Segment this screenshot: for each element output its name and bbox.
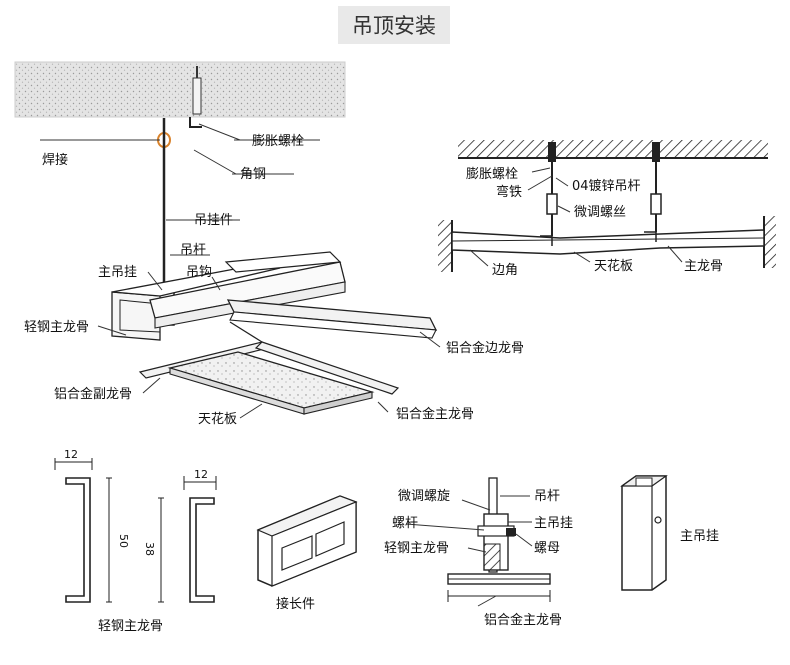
hanger-caption: 主吊挂 [680, 529, 719, 544]
label-aluminum-sub-keel: 铝合金副龙骨 [54, 386, 132, 402]
section-ceiling-hatch [458, 140, 768, 158]
profile-height-dim: 50 [117, 534, 130, 548]
profile-c-large [65, 477, 91, 603]
profile-inner-height-dim: 38 [143, 542, 156, 556]
section-label-bent-iron: 弯铁 [496, 184, 522, 200]
label-expansion-bolt: 膨胀螺栓 [252, 134, 304, 149]
profile-inner-width-dim: 12 [194, 468, 208, 481]
section-fine-screw-right [650, 193, 662, 215]
detail-label-fine-adjust-screw: 微调螺旋 [398, 489, 450, 504]
label-aluminum-edge-keel: 铝合金边龙骨 [446, 340, 524, 356]
detail-label-light-steel-main-keel: 轻钢主龙骨 [384, 541, 449, 556]
label-hook: 吊钩 [186, 265, 212, 280]
label-hanger-fitting: 吊挂件 [194, 213, 233, 228]
detail-label-aluminum-main-keel: 铝合金主龙骨 [484, 612, 562, 628]
profile-diagram: 12 50 12 38 轻钢主龙骨 [54, 448, 217, 634]
detail-label-nut: 螺母 [534, 541, 560, 556]
detail-label-main-hanger: 主吊挂 [534, 516, 573, 531]
profile-width-dim: 12 [64, 448, 78, 461]
aluminum-main-keel-shape [254, 341, 400, 395]
label-main-hanger: 主吊挂 [98, 265, 137, 280]
connector-caption: 接长件 [276, 596, 315, 612]
section-keel-band [451, 229, 765, 255]
section-label-edge-angle: 边角 [492, 263, 518, 278]
hanger-hole [654, 516, 662, 524]
profile-caption: 轻钢主龙骨 [98, 619, 163, 634]
label-ceiling-board: 天花板 [198, 411, 237, 427]
label-aluminum-main-keel: 铝合金主龙骨 [396, 406, 474, 422]
label-hanger-rod: 吊杆 [180, 243, 206, 258]
section-fine-screw-left [546, 193, 558, 215]
label-weld: 焊接 [42, 152, 68, 168]
label-light-steel-main-keel: 轻钢主龙骨 [24, 320, 89, 335]
label-angle-steel: 角钢 [240, 167, 266, 182]
main-diagram: 膨胀螺栓 焊接 角钢 吊挂件 吊杆 主吊挂 吊钩 轻钢主龙骨 铝合金边龙骨 铝合… [14, 61, 524, 427]
angle-steel-shape [189, 117, 202, 128]
ceiling-slab [14, 61, 346, 118]
profile-c-small [189, 497, 215, 603]
hanger-diagram: 主吊挂 [620, 475, 719, 591]
detail-diagram: 微调螺旋 吊杆 螺杆 主吊挂 轻钢主龙骨 螺母 铝合金主龙骨 [384, 477, 573, 628]
detail-label-hanger-rod: 吊杆 [534, 489, 560, 504]
page-title: 吊顶安装 [352, 14, 436, 38]
section-label-galvanized-rod: 04镀锌吊杆 [572, 178, 641, 194]
section-label-main-keel: 主龙骨 [684, 259, 723, 274]
section-label-ceiling-board: 天花板 [594, 258, 633, 274]
detail-label-screw-rod: 螺杆 [392, 516, 418, 531]
section-diagram: 膨胀螺栓 弯铁 04镀锌吊杆 微调螺丝 边角 天花板 主龙骨 [438, 140, 776, 278]
section-label-fine-adjust-screw: 微调螺丝 [574, 205, 626, 220]
title-box: 吊顶安装 [338, 6, 450, 44]
hanger-body [621, 475, 667, 591]
connector-diagram: 接长件 [256, 495, 358, 612]
section-label-expansion-bolt: 膨胀螺栓 [466, 167, 518, 182]
expansion-bolt-shape [192, 77, 202, 115]
